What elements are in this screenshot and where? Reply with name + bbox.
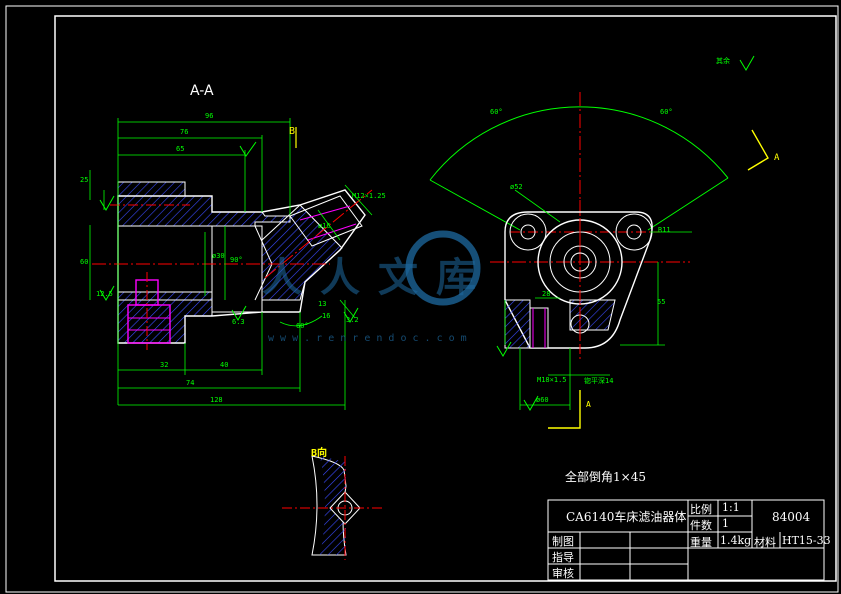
section-mark-bottom-label: A xyxy=(586,400,591,409)
bolt-hole-right xyxy=(626,224,642,240)
dim-rough-32: 3.2 xyxy=(346,316,359,324)
dim-128: 128 xyxy=(210,396,223,404)
material-value: HT15-33 xyxy=(782,534,831,547)
roughness-mark-other xyxy=(739,55,755,71)
drawing-number: 84004 xyxy=(772,510,811,524)
ear-left xyxy=(509,213,547,251)
watermark-url: w w w . r e n r e n d o c . c o m xyxy=(268,333,467,344)
boss-core xyxy=(570,252,590,272)
dimension-lines-right xyxy=(504,189,692,410)
inner-frame xyxy=(54,15,837,582)
section-outline xyxy=(117,189,366,344)
tapped-hole xyxy=(529,307,549,349)
title-block-lines xyxy=(547,499,825,581)
weight-label: 重量 xyxy=(690,536,712,549)
roughness-mark xyxy=(99,285,115,301)
watermark-logo xyxy=(405,230,481,306)
scale-label: 比例 xyxy=(690,503,712,516)
material-label: 材料 xyxy=(754,536,776,549)
roughness-mark xyxy=(99,195,115,211)
review-label: 审核 xyxy=(552,567,574,580)
weight-value: 1.4kg xyxy=(720,534,752,547)
dim-ang-90: 90° xyxy=(230,256,243,264)
dim-ang-60-right: 60° xyxy=(490,108,503,116)
view-b xyxy=(282,455,382,560)
section-view-a-a xyxy=(89,118,373,410)
roughness-mark xyxy=(496,341,512,357)
angle-line xyxy=(429,179,521,231)
angle-arc xyxy=(429,106,729,181)
dim-65: 65 xyxy=(176,145,185,153)
dim-16: 16 xyxy=(322,312,331,320)
dim-28: 28 xyxy=(542,290,551,298)
dim-m12: M12×1.25 xyxy=(352,192,386,200)
dim-32: 32 xyxy=(160,361,169,369)
view-b-arrow-label: B xyxy=(289,126,296,137)
section-mark-label: A xyxy=(774,153,780,163)
flange-outline xyxy=(504,211,653,349)
dim-55: 55 xyxy=(657,298,666,306)
roughness-mark xyxy=(343,307,359,323)
qty-label: 件数 xyxy=(690,519,712,532)
angle-line xyxy=(647,177,729,231)
drawn-label: 制图 xyxy=(552,535,574,548)
dim-ang-60-right2: 60° xyxy=(660,108,673,116)
dim-13: 13 xyxy=(318,300,327,308)
section-hatch-top xyxy=(117,181,186,197)
centerline-angled xyxy=(264,189,373,279)
dim-depth14: 锪平深14 xyxy=(584,377,614,385)
dimension-lines xyxy=(89,118,373,410)
dim-60: 60 xyxy=(80,258,89,266)
dim-rough-12: 12.5 xyxy=(96,290,113,298)
watermark-text: 人人文库 xyxy=(262,254,494,301)
dim-phi52: ø52 xyxy=(510,183,523,191)
outer-frame xyxy=(5,5,839,593)
inner-bore xyxy=(211,225,263,313)
dim-m18: M18×1.5 xyxy=(537,376,567,384)
dim-74: 74 xyxy=(186,379,195,387)
dim-phi16: ø16 xyxy=(318,222,331,230)
bolt-hole-left xyxy=(520,224,536,240)
flange-hatch xyxy=(504,299,531,349)
dim-phi30: ø30 xyxy=(212,252,225,260)
dim-rough-63: 6.3 xyxy=(232,318,245,326)
qty-value: 1 xyxy=(722,517,729,530)
dim-25: 25 xyxy=(80,176,89,184)
right-view xyxy=(429,55,769,429)
chamfer-note: 全部倒角1×45 xyxy=(565,470,646,484)
section-mark-bottom xyxy=(548,390,581,429)
roughness-mark xyxy=(239,141,257,157)
part-name: CA6140车床滤油器体 xyxy=(566,510,687,524)
roughness-mark xyxy=(523,395,539,411)
guide-label: 指导 xyxy=(552,551,574,564)
view-b-label: B向 xyxy=(311,448,328,459)
dim-96: 96 xyxy=(205,112,214,120)
dim-ang-60-left: 60° xyxy=(296,322,309,330)
flange-hatch-2 xyxy=(569,299,616,331)
roughness-mark xyxy=(231,305,247,321)
angled-threaded-hole xyxy=(289,195,363,247)
scale-value: 1:1 xyxy=(722,501,740,514)
section-mark-top xyxy=(747,129,769,171)
thread-line xyxy=(299,205,351,221)
dim-r11: R11 xyxy=(658,226,671,234)
dim-40: 40 xyxy=(220,361,229,369)
section-label: A-A xyxy=(190,83,214,99)
section-hatch-upper-body xyxy=(117,195,291,233)
dim-phi60: ø60 xyxy=(536,396,549,404)
thread-line xyxy=(307,223,357,241)
dim-76: 76 xyxy=(180,128,189,136)
roughness-other-note: 其余 xyxy=(716,57,730,65)
